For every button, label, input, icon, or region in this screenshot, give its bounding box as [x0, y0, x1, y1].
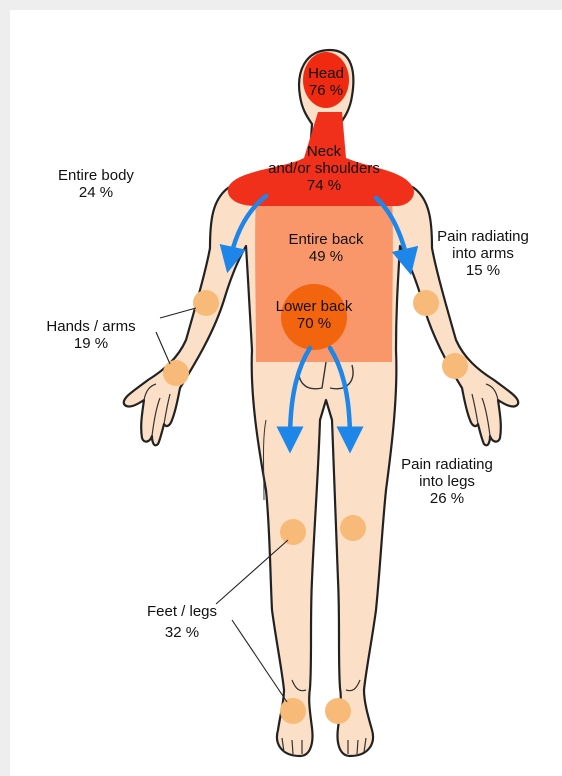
label-lower-back: Lower back 70 %	[266, 298, 362, 332]
label-hands-arms-pct: 19 %	[36, 335, 146, 352]
label-neck: Neck and/or shoulders 74 %	[254, 143, 394, 194]
leader-hands-elbow	[160, 308, 196, 318]
finger-lines	[144, 384, 498, 754]
left-knee-spot	[280, 519, 306, 545]
label-arms-radiating-pct: 15 %	[424, 262, 542, 279]
left-wrist-spot	[163, 360, 189, 386]
label-arms-radiating-line1: Pain radiating	[424, 228, 542, 245]
label-entire-body: Entire body 24 %	[40, 167, 152, 201]
label-entire-back: Entire back 49 %	[266, 231, 386, 265]
label-lower-back-title: Lower back	[266, 298, 362, 315]
right-wrist-spot	[442, 353, 468, 379]
label-arms-radiating: Pain radiating into arms 15 %	[424, 228, 542, 279]
label-feet-legs-title: Feet / legs	[130, 603, 234, 620]
left-ankle-spot	[280, 698, 306, 724]
label-head-pct: 76 %	[304, 82, 348, 99]
label-neck-pct: 74 %	[254, 177, 394, 194]
label-entire-back-pct: 49 %	[266, 248, 386, 265]
right-knee-spot	[340, 515, 366, 541]
label-neck-line1: Neck	[254, 143, 394, 160]
label-entire-body-pct: 24 %	[40, 184, 152, 201]
label-lower-back-pct: 70 %	[266, 315, 362, 332]
label-feet-legs-pct: 32 %	[130, 624, 234, 641]
label-head: Head 76 %	[304, 65, 348, 99]
label-feet-legs: Feet / legs 32 %	[130, 603, 234, 641]
label-legs-radiating-line1: Pain radiating	[386, 456, 508, 473]
right-ankle-spot	[325, 698, 351, 724]
label-entire-body-title: Entire body	[40, 167, 152, 184]
label-head-title: Head	[304, 65, 348, 82]
label-legs-radiating-pct: 26 %	[386, 490, 508, 507]
left-elbow-spot	[193, 290, 219, 316]
label-arms-radiating-line2: into arms	[424, 245, 542, 262]
label-hands-arms: Hands / arms 19 %	[36, 318, 146, 352]
label-legs-radiating: Pain radiating into legs 26 %	[386, 456, 508, 507]
label-entire-back-title: Entire back	[266, 231, 386, 248]
right-elbow-spot	[413, 290, 439, 316]
label-neck-line2: and/or shoulders	[254, 160, 394, 177]
label-legs-radiating-line2: into legs	[386, 473, 508, 490]
label-hands-arms-title: Hands / arms	[36, 318, 146, 335]
leader-hands-wrist	[156, 332, 170, 364]
